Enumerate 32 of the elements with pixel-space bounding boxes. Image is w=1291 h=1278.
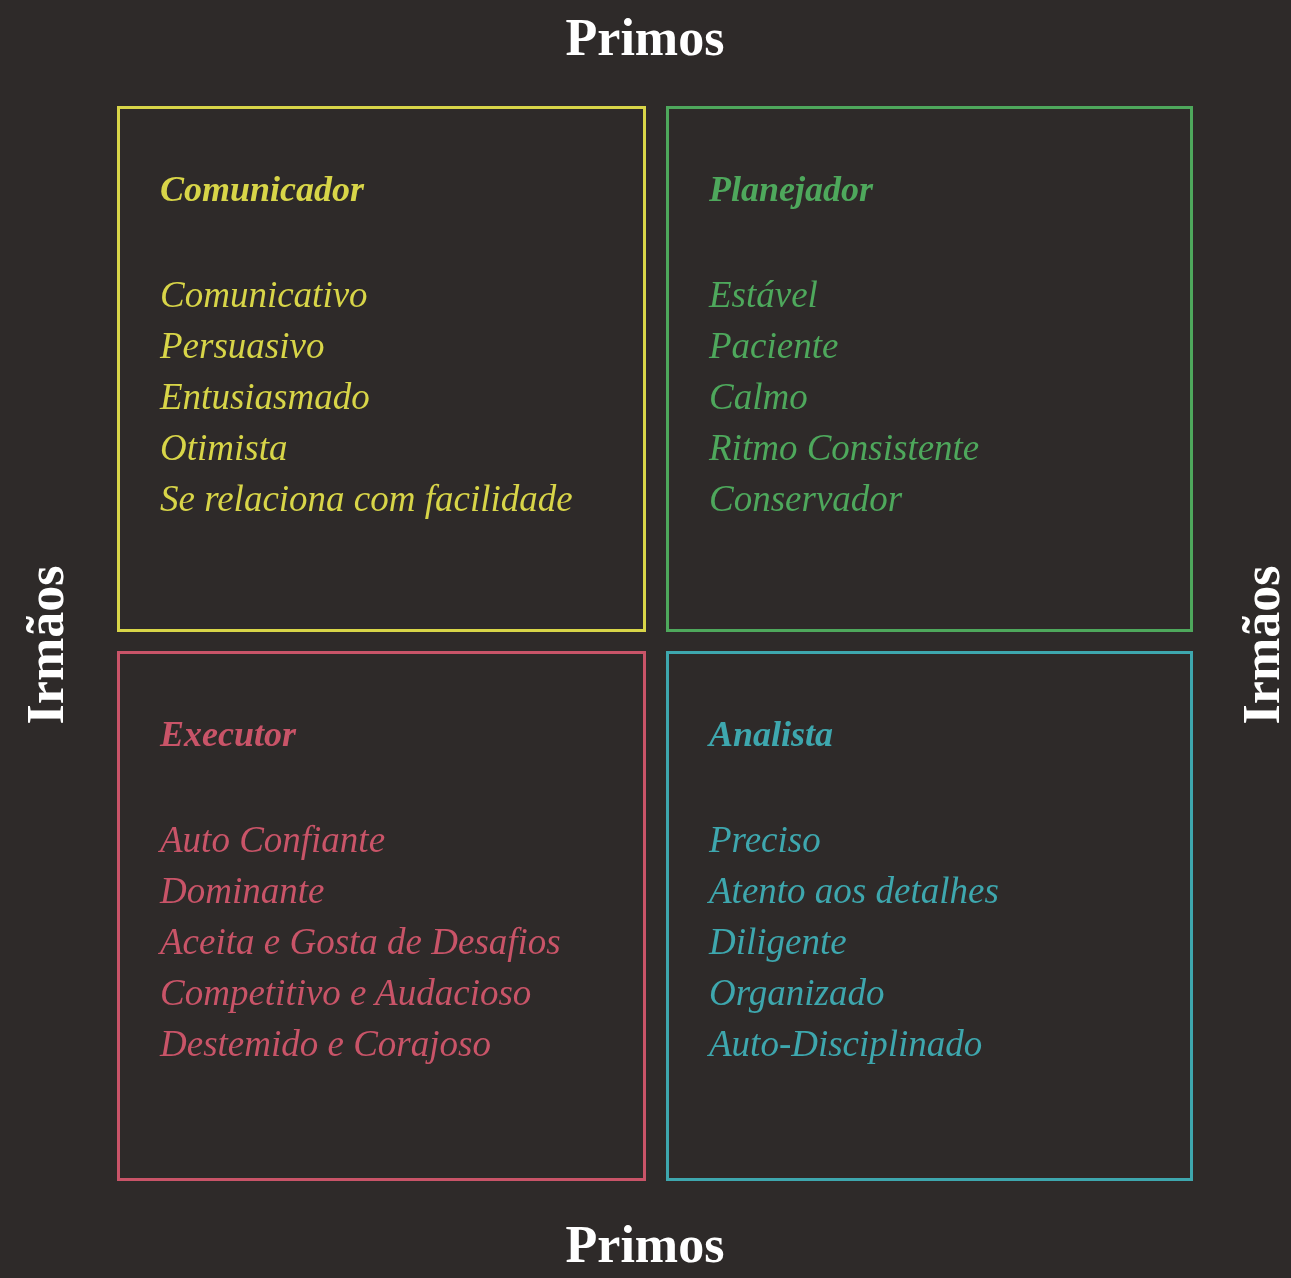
trait-text: Competitivo e Audacioso <box>160 971 533 1015</box>
trait-text: Diligente <box>709 920 848 964</box>
trait-text: Organizado <box>709 971 886 1015</box>
trait-text: Auto Confiante <box>160 818 387 862</box>
trait-text: Atento aos detalhes <box>709 869 1000 913</box>
quadrant-title: Executor <box>160 713 298 756</box>
trait-text: Calmo <box>709 375 809 419</box>
trait-text: Destemido e Corajoso <box>160 1022 492 1066</box>
quadrant-title: Comunicador <box>160 168 366 211</box>
trait-text: Se relaciona com facilidade <box>160 477 574 521</box>
trait-text: Conservador <box>709 477 904 521</box>
trait-text: Otimista <box>160 426 289 470</box>
quadrant-box <box>666 106 1193 632</box>
trait-text: Comunicativo <box>160 273 369 317</box>
axis-label: Primos <box>565 1215 725 1275</box>
side-axis-label: Irmãos <box>16 565 75 725</box>
trait-text: Dominante <box>160 869 326 913</box>
trait-text: Estável <box>709 273 819 317</box>
trait-text: Aceita e Gosta de Desafios <box>160 920 562 964</box>
trait-text: Preciso <box>709 818 822 862</box>
trait-text: Paciente <box>709 324 840 368</box>
quadrant-title: Planejador <box>709 168 875 211</box>
trait-text: Auto-Disciplinado <box>709 1022 984 1066</box>
quadrant-title: Analista <box>709 713 835 756</box>
trait-text: Entusiasmado <box>160 375 371 419</box>
trait-text: Persuasivo <box>160 324 326 368</box>
quadrant-box <box>117 651 646 1181</box>
quadrant-box <box>666 651 1193 1181</box>
trait-text: Ritmo Consistente <box>709 426 981 470</box>
quadrant-box <box>117 106 646 632</box>
side-axis-label: Irmãos <box>1232 565 1291 725</box>
axis-label: Primos <box>565 8 725 68</box>
